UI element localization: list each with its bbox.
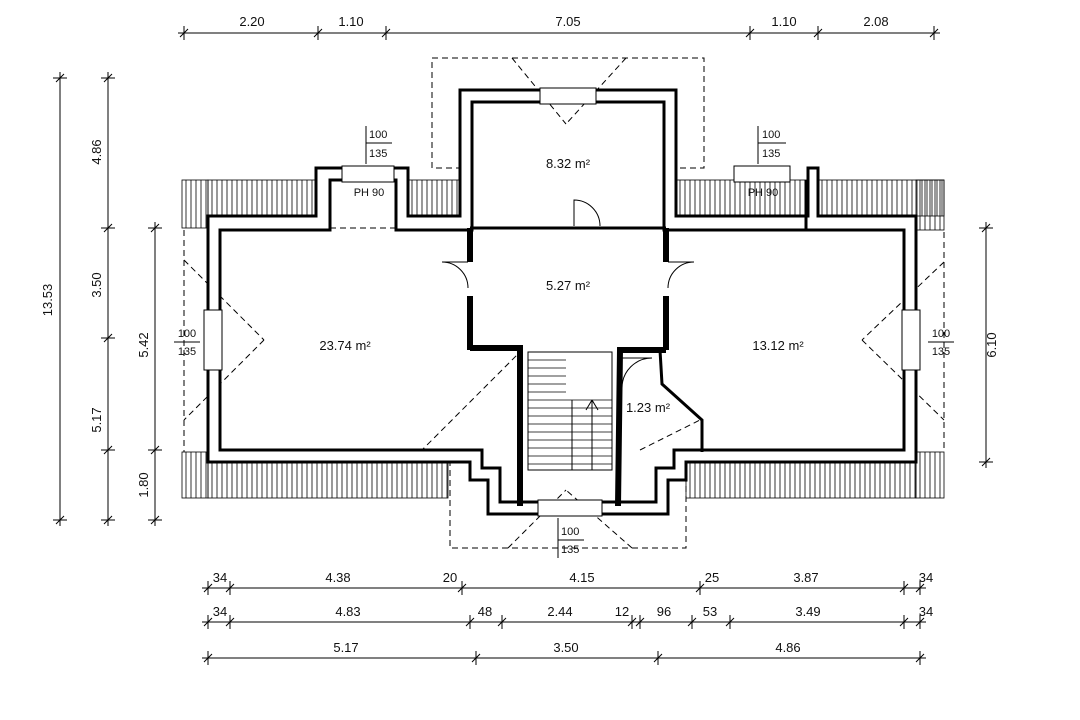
dim-top-2: 7.05 (555, 14, 580, 29)
ph-label-right: PH 90 (748, 187, 779, 199)
svg-text:4.38: 4.38 (325, 570, 350, 585)
dims-top: 2.20 1.10 7.05 1.10 2.08 (239, 14, 888, 29)
svg-text:34: 34 (213, 570, 227, 585)
svg-text:25: 25 (705, 570, 719, 585)
window-tag-top-right: 100 135 (757, 126, 786, 164)
dim-top-1: 1.10 (338, 14, 363, 29)
walls (203, 87, 921, 517)
svg-text:96: 96 (657, 604, 671, 619)
dim-left-inner: 5.42 (136, 332, 151, 357)
dim-top-0: 2.20 (239, 14, 264, 29)
dim-left-mid-1: 3.50 (89, 272, 104, 297)
svg-text:2.44: 2.44 (547, 604, 572, 619)
svg-text:135: 135 (561, 544, 579, 556)
dims-bottom-row1: 34 4.38 20 4.15 25 3.87 34 (213, 570, 933, 585)
room-area-hall: 5.27 m² (546, 278, 591, 293)
svg-text:4.15: 4.15 (569, 570, 594, 585)
room-area-left: 23.74 m² (319, 338, 371, 353)
dims-bottom-row3: 5.17 3.50 4.86 (333, 640, 800, 655)
svg-text:100: 100 (561, 526, 579, 538)
svg-text:4.86: 4.86 (775, 640, 800, 655)
svg-text:34: 34 (919, 570, 933, 585)
window-tag-right: 100 135 (928, 328, 954, 358)
room-area-top: 8.32 m² (546, 156, 591, 171)
window-tag-top-left: 100 135 (365, 126, 392, 164)
staircase (527, 351, 613, 471)
svg-text:34: 34 (213, 604, 227, 619)
dim-left-mid-0: 4.86 (89, 139, 104, 164)
ph-label-left: PH 90 (354, 187, 385, 199)
svg-text:12: 12 (615, 604, 629, 619)
dim-left-mid-3: 1.80 (136, 472, 151, 497)
svg-text:3.50: 3.50 (553, 640, 578, 655)
svg-text:48: 48 (478, 604, 492, 619)
dims-bottom-row2: 34 4.83 48 2.44 12 96 53 3.49 34 (213, 604, 933, 619)
svg-text:100: 100 (369, 129, 387, 141)
dims-left: 13.53 4.86 3.50 5.17 1.80 5.42 (40, 139, 151, 497)
dim-top-4: 2.08 (863, 14, 888, 29)
dim-right: 6.10 (984, 332, 999, 357)
svg-text:5.17: 5.17 (333, 640, 358, 655)
svg-text:53: 53 (703, 604, 717, 619)
dimension-lines (53, 26, 993, 665)
svg-text:135: 135 (932, 346, 950, 358)
svg-text:3.87: 3.87 (793, 570, 818, 585)
svg-text:135: 135 (369, 148, 387, 160)
svg-text:100: 100 (932, 328, 950, 340)
svg-text:34: 34 (919, 604, 933, 619)
room-area-right: 13.12 m² (752, 338, 804, 353)
svg-text:135: 135 (762, 148, 780, 160)
svg-text:100: 100 (762, 129, 780, 141)
dims-right: 6.10 (984, 332, 999, 357)
svg-text:20: 20 (443, 570, 457, 585)
roof-hatching (181, 179, 945, 499)
svg-text:100: 100 (178, 328, 196, 340)
dim-left-mid-2: 5.17 (89, 407, 104, 432)
room-area-bath: 1.23 m² (626, 400, 671, 415)
window-tag-left: 100 135 (174, 328, 200, 358)
svg-text:135: 135 (178, 346, 196, 358)
svg-text:3.49: 3.49 (795, 604, 820, 619)
dim-top-3: 1.10 (771, 14, 796, 29)
svg-text:4.83: 4.83 (335, 604, 360, 619)
window-tag-bottom: 100 135 (557, 518, 584, 558)
dim-left-outer: 13.53 (40, 284, 55, 317)
